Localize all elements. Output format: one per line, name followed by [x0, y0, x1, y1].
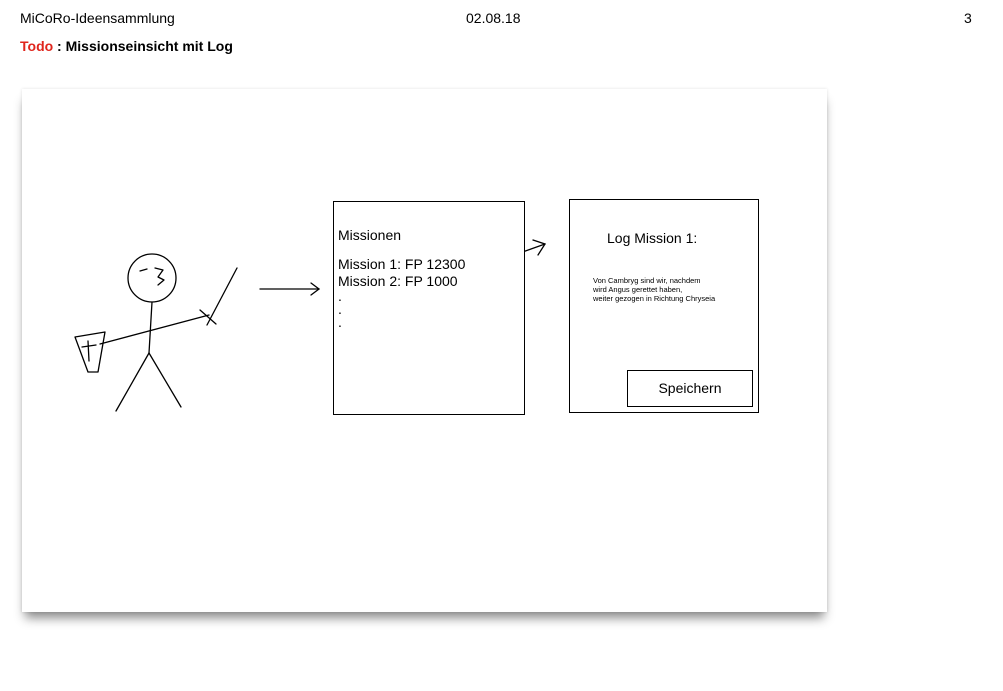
mission-item-2[interactable]: Mission 2: FP 1000 [338, 273, 458, 289]
slide-subtitle: Todo : Missionseinsicht mit Log [20, 38, 233, 54]
subtitle-text: Missionseinsicht mit Log [65, 38, 233, 54]
arrow-right-icon [259, 282, 321, 296]
missions-title: Missionen [338, 227, 402, 243]
log-line: Von Cambryg sind wir, nachdem [593, 276, 701, 285]
header-date: 02.08.18 [466, 10, 521, 26]
stick-figure-icon [74, 253, 238, 412]
ellipsis-dot: . [338, 301, 342, 317]
ellipsis-dot: . [338, 288, 342, 304]
log-line: wird Angus gerettet haben, [593, 285, 683, 294]
missions-panel: Missionen Mission 1: FP 12300 Mission 2:… [333, 201, 525, 415]
slide-canvas: Missionen Mission 1: FP 12300 Mission 2:… [22, 89, 827, 612]
app-title: MiCoRo-Ideensammlung [20, 10, 175, 26]
log-line: weiter gezogen in Richtung Chryseia [593, 294, 716, 303]
log-text[interactable]: Von Cambryg sind wir, nachdem wird Angus… [593, 276, 715, 303]
log-title: Log Mission 1: [607, 230, 698, 246]
save-button[interactable]: Speichern [627, 370, 753, 407]
todo-tag: Todo [20, 38, 54, 54]
subtitle-separator: : [53, 38, 66, 54]
mission-item-1[interactable]: Mission 1: FP 12300 [338, 256, 466, 272]
page-number: 3 [964, 10, 972, 26]
missions-list: Mission 1: FP 12300 Mission 2: FP 1000 .… [338, 256, 465, 329]
log-panel: Log Mission 1: Von Cambryg sind wir, nac… [569, 199, 759, 413]
ellipsis-dot: . [338, 314, 342, 330]
